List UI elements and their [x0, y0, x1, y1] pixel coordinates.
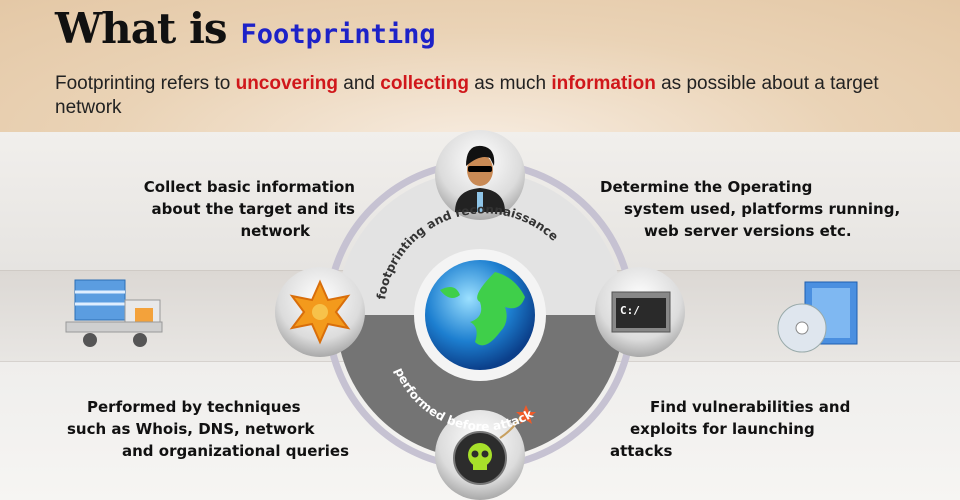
hacker-avatar-icon: [435, 130, 525, 220]
block-line: Find vulnerabilities and: [650, 398, 851, 416]
cd-disk-icon: [777, 281, 858, 353]
header: What is Footprinting Footprinting refers …: [0, 0, 960, 132]
page-title: What is Footprinting: [55, 4, 436, 53]
block-line: Collect basic information: [143, 178, 355, 196]
desc-text: Footprinting refers to: [55, 73, 236, 94]
skull-bomb-icon: [435, 405, 536, 500]
block-line: and organizational queries: [122, 442, 350, 460]
command-prompt-icon: C:/: [595, 267, 685, 357]
info-block-bottom-right: Find vulnerabilities and exploits for la…: [610, 396, 851, 462]
title-prefix: What is: [55, 4, 228, 53]
block-line: such as Whois, DNS, network: [67, 420, 315, 438]
info-block-bottom-left: Performed by techniques such as Whois, D…: [67, 396, 349, 462]
block-line: network: [240, 222, 310, 240]
prompt-label: C:/: [620, 304, 640, 317]
desc-highlight: collecting: [380, 73, 469, 94]
block-line: about the target and its: [151, 200, 355, 218]
block-line: Performed by techniques: [87, 398, 301, 416]
lower-half-disk: [336, 315, 624, 459]
block-line: web server versions etc.: [644, 222, 852, 240]
block-line: Determine the Operating: [600, 178, 813, 196]
block-line: exploits for launching: [630, 420, 815, 438]
info-block-top-right: Determine the Operating system used, pla…: [600, 176, 900, 242]
upper-half-disk: [336, 171, 624, 315]
server-truck-icon: [65, 279, 163, 347]
globe-icon: [414, 249, 546, 381]
desc-text: as much: [468, 73, 552, 94]
orange-star-icon: [275, 267, 365, 357]
desc-highlight: information: [551, 73, 656, 94]
desc-text: as possible about a target network: [55, 73, 879, 118]
desc-text: and: [338, 73, 381, 94]
info-block-top-left: Collect basic information about the targ…: [115, 176, 355, 242]
block-line: attacks: [610, 442, 673, 460]
block-line: system used, platforms running,: [624, 200, 901, 218]
desc-highlight: uncovering: [235, 73, 338, 94]
description: Footprinting refers to uncovering and co…: [55, 72, 915, 120]
title-highlight: Footprinting: [240, 19, 436, 50]
